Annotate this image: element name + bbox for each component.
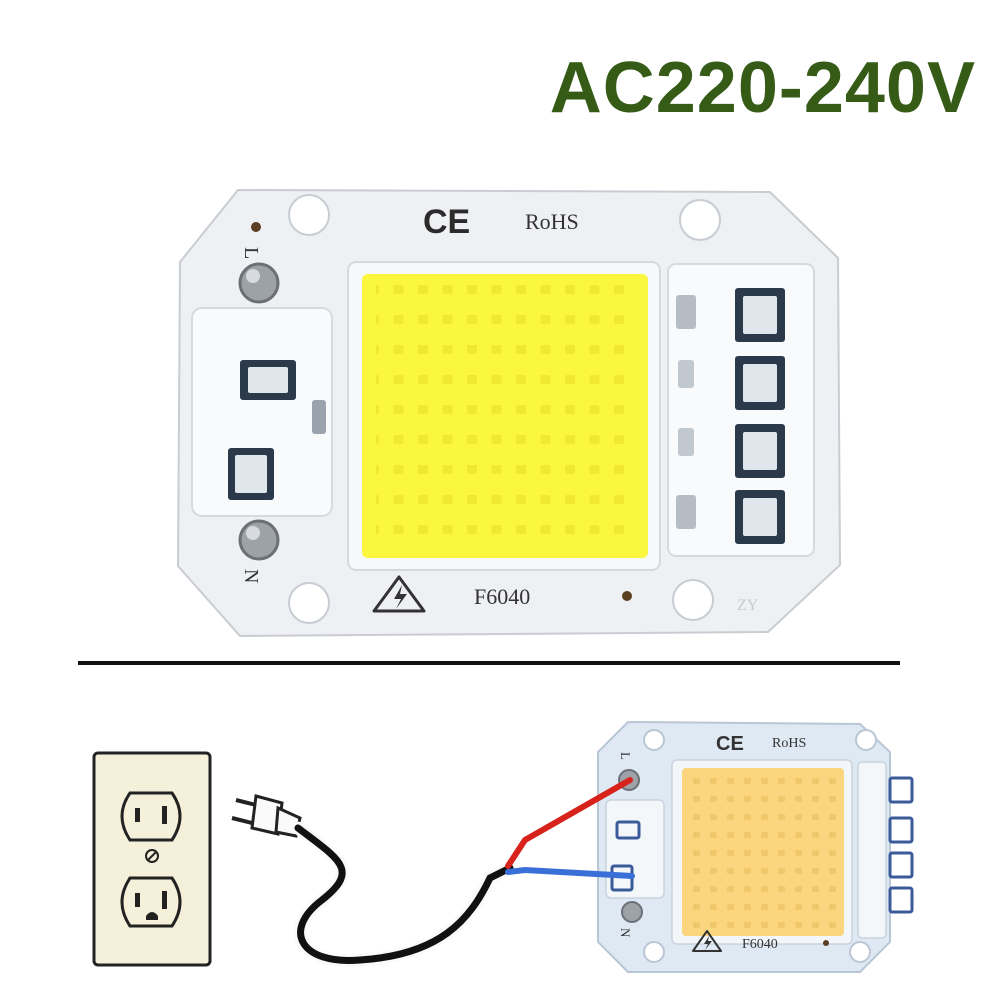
mounting-hole	[849, 941, 871, 963]
high-voltage-warning-icon	[372, 575, 426, 613]
driver-coating-right	[857, 761, 887, 939]
diagram-cob-board: CE RoHS L N F6040	[597, 720, 914, 973]
socket-slot	[162, 806, 167, 824]
mounting-hole	[288, 582, 330, 624]
outlet-plate	[92, 751, 212, 967]
wall-outlet	[92, 751, 212, 967]
model-number: F6040	[742, 937, 778, 952]
rectifier-chip	[888, 886, 914, 914]
outlet-screw-icon	[145, 849, 159, 863]
section-divider	[78, 661, 900, 665]
neutral-solder-pad-shine	[246, 526, 260, 540]
model-number: F6040	[474, 584, 530, 609]
power-cable	[294, 824, 514, 964]
dot-marker	[823, 940, 829, 946]
plug-icon	[231, 794, 302, 838]
socket-slot	[162, 891, 167, 909]
neutral-solder-pad	[238, 519, 280, 561]
maker-mark: ZY	[737, 597, 759, 614]
dot-marker	[251, 222, 261, 232]
live-terminal-label: L	[618, 752, 633, 760]
neutral-terminal-label: N	[618, 928, 633, 938]
led-chip-grid	[376, 282, 638, 544]
mounting-hole	[679, 199, 721, 241]
rectifier-chip-face	[743, 364, 777, 402]
rectifier-chip-face	[743, 296, 777, 334]
ce-mark: CE	[716, 733, 744, 755]
mounting-hole	[643, 941, 665, 963]
driver-coating-left	[605, 799, 665, 899]
chip-shadow	[312, 400, 326, 434]
neutral-wire	[505, 866, 635, 879]
mounting-hole	[672, 579, 714, 621]
resistor	[676, 295, 696, 329]
resistor	[676, 495, 696, 529]
neutral-terminal-label: N	[240, 569, 262, 583]
rohs-mark: RoHS	[525, 209, 579, 234]
driver-chip-face	[235, 455, 267, 493]
socket-slot	[135, 893, 140, 907]
led-chip-grid	[688, 772, 838, 932]
live-solder-pad	[238, 262, 280, 304]
live-terminal-label: L	[240, 247, 262, 259]
cob-led-board: CE RoHS L N	[176, 188, 842, 638]
neutral-solder-pad	[621, 901, 643, 923]
live-wire	[505, 777, 633, 869]
rohs-mark: RoHS	[772, 736, 806, 751]
high-voltage-warning-icon	[692, 930, 722, 952]
rectifier-chip-face	[743, 498, 777, 536]
ce-mark: CE	[423, 203, 470, 241]
mounting-hole	[643, 729, 665, 751]
mounting-hole	[288, 194, 330, 236]
live-solder-pad-shine	[246, 269, 260, 283]
rectifier-chip	[888, 776, 914, 804]
resistor	[678, 360, 694, 388]
outlet-socket	[120, 876, 182, 928]
outlet-socket	[120, 791, 182, 842]
dot-marker	[622, 591, 632, 601]
mounting-hole	[855, 729, 877, 751]
rectifier-chip	[888, 851, 914, 879]
driver-coating-left	[191, 307, 333, 517]
rectifier-chip	[888, 816, 914, 844]
rectifier-chip-face	[743, 432, 777, 470]
ground-hole	[146, 912, 158, 920]
driver-chip	[615, 820, 641, 840]
driver-chip-face	[248, 367, 288, 393]
socket-slot	[135, 808, 140, 822]
resistor	[678, 428, 694, 456]
voltage-headline: AC220-240V	[549, 48, 976, 128]
